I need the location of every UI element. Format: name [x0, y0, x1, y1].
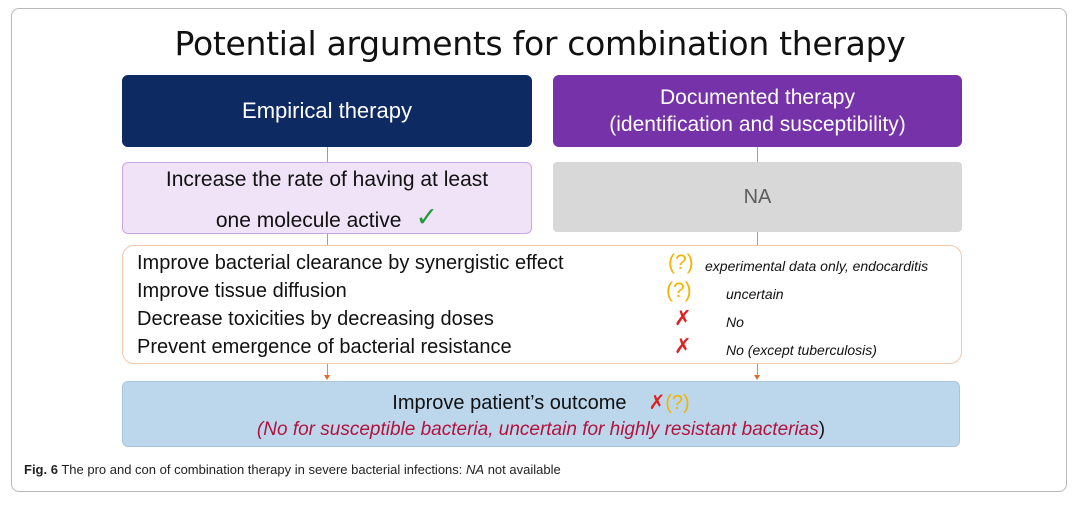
cross-icon: ✗	[674, 335, 692, 358]
arrow-empirical	[324, 375, 330, 380]
question-icon: (?)	[668, 251, 694, 274]
documented-therapy-sublabel: (identification and susceptibility)	[609, 113, 906, 136]
argument-note: experimental data only, endocarditis	[705, 258, 929, 274]
patient-outcome-box: Improve patient’s outcome ✗(?) (No for su…	[122, 381, 960, 447]
not-available-box: NA	[553, 162, 962, 232]
not-available-label: NA	[743, 185, 772, 208]
check-icon: ✓	[415, 202, 439, 232]
documented-therapy-label: Documented therapy	[660, 86, 855, 109]
increase-line-1: Increase the rate of having at least	[165, 168, 489, 191]
caption-text: The pro and con of combination therapy i…	[57, 462, 467, 477]
connector-empirical-2	[327, 234, 328, 245]
caption-abbreviation: NA	[466, 462, 485, 477]
caption-label: Fig. 6	[24, 462, 58, 477]
outcome-note-close: )	[818, 419, 826, 440]
connector-documented-1	[757, 147, 758, 162]
question-icon: (?)	[666, 279, 692, 302]
increase-active-molecule-box: Increase the rate of having at least one…	[122, 162, 532, 234]
argument-text: Decrease toxicities by decreasing doses	[137, 308, 494, 330]
question-icon: (?)	[665, 392, 690, 414]
empirical-therapy-box: Empirical therapy	[122, 75, 532, 147]
argument-note: No	[726, 314, 744, 330]
caption-text-end: not available	[484, 462, 561, 477]
arrow-documented	[754, 375, 760, 380]
argument-note: No (except tuberculosis)	[726, 342, 877, 358]
argument-text: Improve tissue diffusion	[137, 280, 347, 302]
cross-icon: ✗	[648, 392, 666, 414]
increase-line-2: one molecule active	[215, 209, 402, 232]
outcome-title-wrap: Improve patient’s outcome ✗(?)	[123, 390, 959, 415]
arguments-box: Improve bacterial clearance by synergist…	[122, 245, 962, 364]
connector-empirical-3	[327, 364, 328, 375]
argument-note: uncertain	[726, 286, 784, 302]
diagram-title: Potential arguments for combination ther…	[174, 24, 906, 63]
empirical-therapy-label: Empirical therapy	[242, 98, 412, 123]
figure-frame	[11, 8, 1067, 492]
connector-empirical-1	[327, 147, 328, 162]
argument-text: Improve bacterial clearance by synergist…	[137, 252, 564, 274]
cross-icon: ✗	[674, 307, 692, 330]
outcome-note-wrap: (No for susceptible bacteria, uncertain …	[123, 419, 959, 441]
increase-line-2-wrap: one molecule active ✓	[123, 202, 531, 234]
figure-caption: Fig. 6 The pro and con of combination th…	[24, 462, 561, 477]
connector-documented-3	[757, 364, 758, 375]
outcome-note: (No for susceptible bacteria, uncertain …	[256, 419, 819, 440]
connector-documented-2	[757, 232, 758, 245]
outcome-title: Improve patient’s outcome	[392, 392, 627, 414]
documented-therapy-box: Documented therapy (identification and s…	[553, 75, 962, 147]
argument-text: Prevent emergence of bacterial resistanc…	[137, 336, 512, 358]
